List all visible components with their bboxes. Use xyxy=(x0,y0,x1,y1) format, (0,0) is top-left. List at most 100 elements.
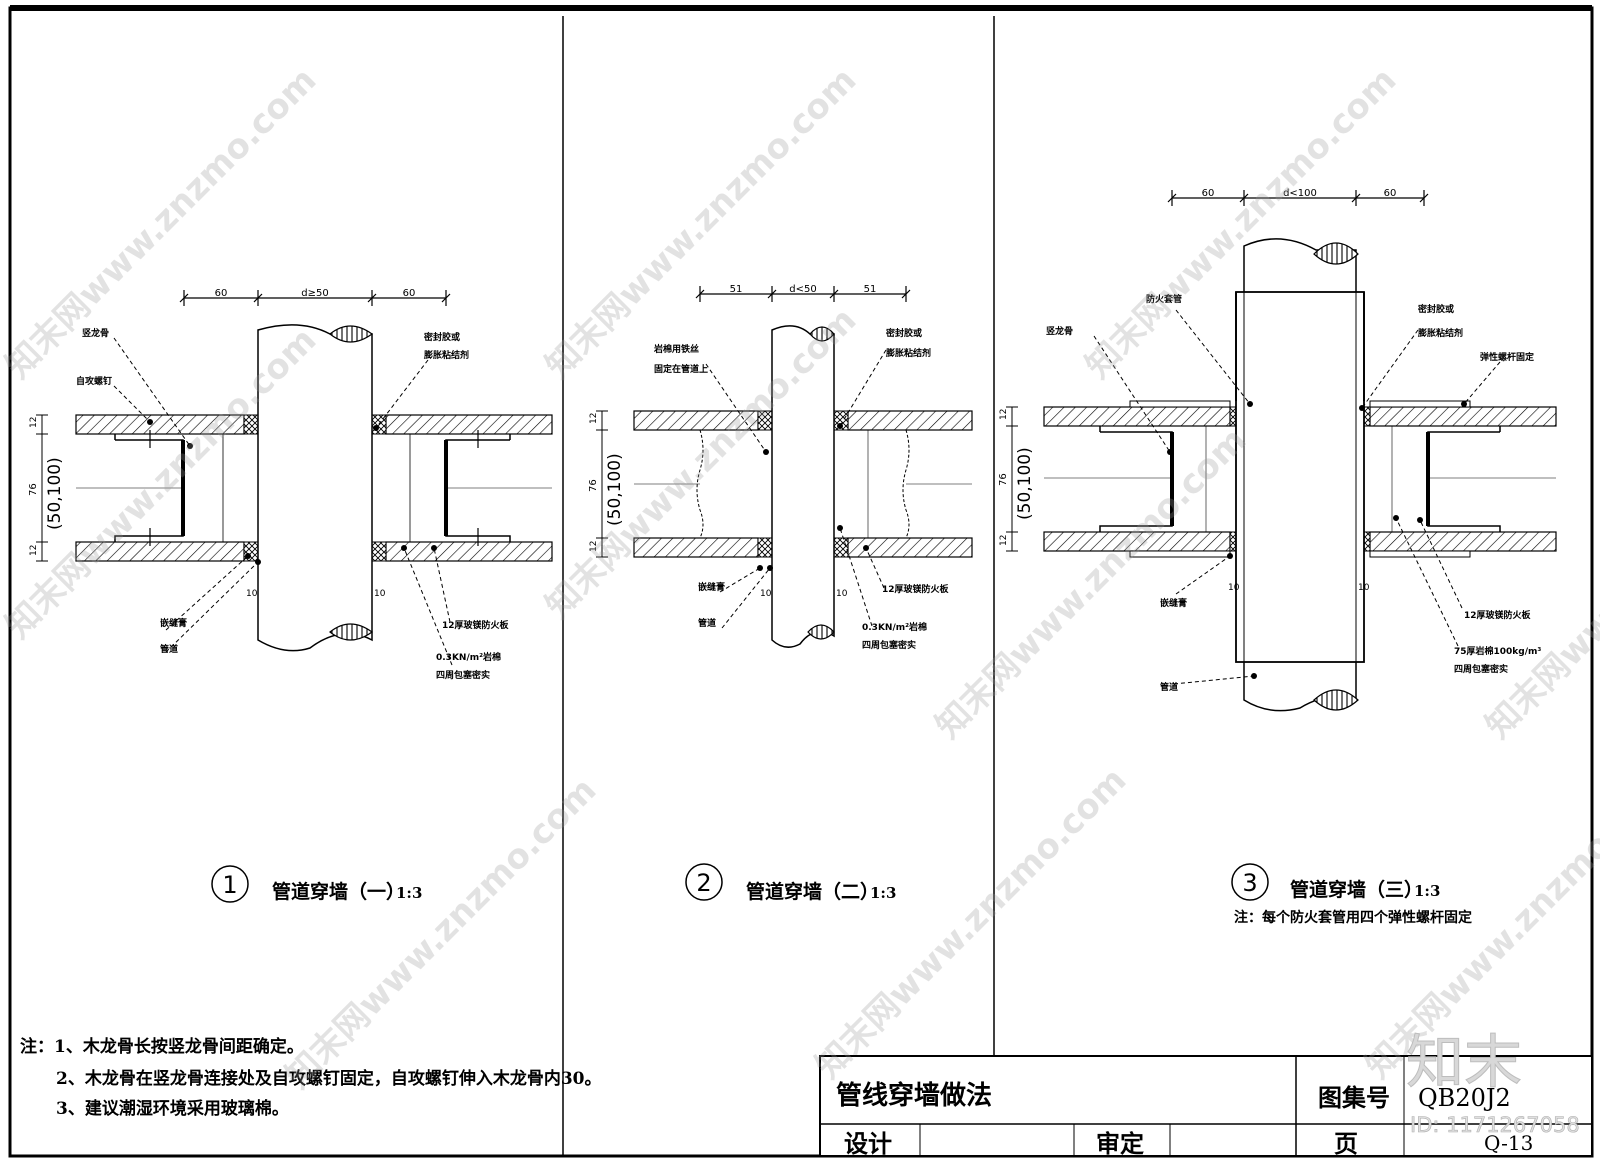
dim-gap: 10 xyxy=(760,589,772,599)
label-sealant: 密封胶或 xyxy=(885,327,922,339)
dim-gap: 10 xyxy=(246,589,258,599)
detail-note: 注：每个防火套管用四个弹性螺杆固定 xyxy=(1234,909,1472,926)
detail-title: 管道穿墙（二） xyxy=(746,880,879,903)
watermark-text: 知末网www.znzmo.com xyxy=(278,770,604,1096)
label-sealant-2: 膨胀粘结剂 xyxy=(885,347,931,359)
label-board: 12厚玻镁防火板 xyxy=(1464,609,1532,621)
page-no: Q-13 xyxy=(1484,1131,1533,1155)
detail-scale: 1:3 xyxy=(870,884,896,902)
label-sealant: 密封胶或 xyxy=(1417,303,1454,315)
watermark-text: 知末网www.znzmo.com xyxy=(928,420,1254,746)
dim-gap: 10 xyxy=(1228,583,1240,593)
dim-board: 12 xyxy=(589,413,599,424)
dim-pipe: d<100 xyxy=(1283,188,1317,199)
detail-number: 3 xyxy=(1242,869,1257,897)
watermark-text: 知末网www.znzmo.com xyxy=(808,760,1134,1086)
dim-board: 12 xyxy=(589,541,599,552)
detail-title: 管道穿墙（一） xyxy=(272,880,405,903)
label-wire: 岩棉用铁丝 xyxy=(653,343,699,355)
label-stud: 竖龙骨 xyxy=(82,327,109,339)
fire-board xyxy=(385,414,553,435)
detail-scale: 1:3 xyxy=(396,884,422,902)
label-wool-2: 四周包塞密实 xyxy=(862,639,916,651)
dim-side: 76 xyxy=(28,483,39,496)
label-caulk: 嵌缝膏 xyxy=(160,617,187,629)
dim-right: 60 xyxy=(1384,188,1397,199)
dim-side: 76 xyxy=(998,473,1009,486)
detail-3: 60 d<100 60 xyxy=(998,188,1557,926)
fire-board xyxy=(633,410,759,431)
dim-board: 12 xyxy=(999,535,1009,546)
page-label: 页 xyxy=(1334,1129,1358,1158)
dim-gap: 10 xyxy=(836,589,848,599)
fire-board xyxy=(1043,406,1231,427)
fire-sleeve xyxy=(1235,291,1365,663)
dim-right: 51 xyxy=(864,284,877,295)
label-screw: 自攻螺钉 xyxy=(76,375,112,387)
dim-pipe: d<50 xyxy=(789,284,816,295)
label-wire-2: 固定在管道上 xyxy=(654,363,708,375)
fire-board xyxy=(385,541,553,562)
label-pipe: 管道 xyxy=(1160,681,1178,693)
detail-number: 2 xyxy=(696,869,711,897)
label-board: 12厚玻镁防火板 xyxy=(882,583,950,595)
detail-1: 60 d≥50 60 12 xyxy=(28,288,553,903)
title-block: 管线穿墙做法 图集号 QB20J2 设计 审定 页 Q-13 xyxy=(819,1055,1593,1158)
watermark-text: 知末网www.znzmo.com xyxy=(1478,420,1600,746)
dim-side-alt: (50,100) xyxy=(1015,447,1035,520)
dim-side: 76 xyxy=(588,479,599,492)
label-board: 12厚玻镁防火板 xyxy=(442,619,510,631)
dim-left: 51 xyxy=(730,284,743,295)
design-label: 设计 xyxy=(844,1129,892,1158)
note-2: 2、木龙骨在竖龙骨连接处及自攻螺钉固定，自攻螺钉伸入木龙骨内30。 xyxy=(56,1068,602,1089)
fire-board xyxy=(1043,531,1231,552)
label-wool-2: 四周包塞密实 xyxy=(436,669,490,681)
fire-board xyxy=(633,537,759,558)
dim-side-alt: (50,100) xyxy=(605,453,625,526)
label-sleeve: 防火套管 xyxy=(1146,293,1182,305)
label-wool: 0.3KN/m²岩棉 xyxy=(436,651,501,663)
pipe xyxy=(771,325,835,648)
fire-board xyxy=(847,410,973,431)
detail-number-circle xyxy=(211,865,249,903)
label-pipe: 管道 xyxy=(698,617,716,629)
label-sealant-2: 膨胀粘结剂 xyxy=(423,349,469,361)
label-bolt: 弹性螺杆固定 xyxy=(1480,351,1535,363)
label-caulk: 嵌缝膏 xyxy=(698,581,725,593)
dim-gap: 10 xyxy=(374,589,386,599)
dim-side-alt: (50,100) xyxy=(45,457,65,530)
detail-scale: 1:3 xyxy=(1414,882,1440,900)
label-caulk: 嵌缝膏 xyxy=(1160,597,1187,609)
label-sealant-2: 膨胀粘结剂 xyxy=(1417,327,1463,339)
label-wool: 75厚岩棉100kg/m³ xyxy=(1454,645,1541,657)
dim-pipe: d≥50 xyxy=(301,288,328,299)
fire-board xyxy=(1369,406,1557,427)
label-wool: 0.3KN/m²岩棉 xyxy=(862,621,927,633)
detail-2: 51 d<50 51 12 76 (50,100) 12 10 10 xyxy=(588,284,973,903)
note-1: 注：1、木龙骨长按竖龙骨间距确定。 xyxy=(20,1036,304,1057)
label-sealant: 密封胶或 xyxy=(423,331,460,343)
fire-board xyxy=(1369,531,1557,552)
detail-number-circle xyxy=(685,863,723,901)
label-stud: 竖龙骨 xyxy=(1046,325,1073,337)
dim-board: 12 xyxy=(29,545,39,556)
dim-right: 60 xyxy=(403,288,416,299)
dim-board: 12 xyxy=(999,409,1009,420)
atlas-label: 图集号 xyxy=(1318,1083,1390,1112)
drawing-title: 管线穿墙做法 xyxy=(836,1080,992,1111)
detail-number-circle xyxy=(1231,863,1269,901)
dim-left: 60 xyxy=(1202,188,1215,199)
dim-board: 12 xyxy=(29,417,39,428)
detail-title: 管道穿墙（三） xyxy=(1290,878,1423,901)
review-label: 审定 xyxy=(1096,1129,1144,1158)
dim-gap: 10 xyxy=(1358,583,1370,593)
dim-left: 60 xyxy=(215,288,228,299)
label-pipe: 管道 xyxy=(160,643,178,655)
fire-board xyxy=(75,541,245,562)
label-wool-2: 四周包塞密实 xyxy=(1454,663,1508,675)
general-notes: 注：1、木龙骨长按竖龙骨间距确定。 2、木龙骨在竖龙骨连接处及自攻螺钉固定，自攻… xyxy=(20,1036,602,1119)
fire-board xyxy=(75,414,245,435)
note-3: 3、建议潮湿环境采用玻璃棉。 xyxy=(56,1098,289,1119)
detail-number: 1 xyxy=(222,871,237,899)
